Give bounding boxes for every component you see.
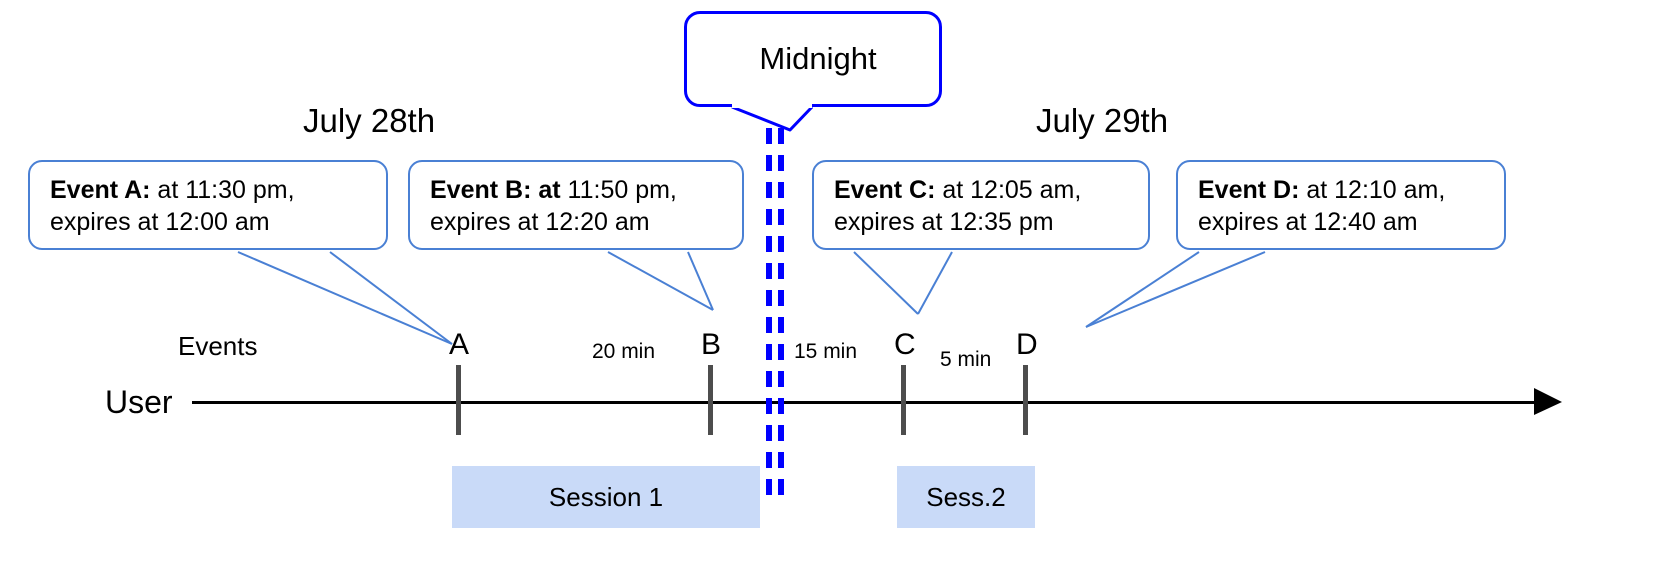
callout-event-d-rest: at 12:10 am,: [1299, 176, 1446, 204]
events-row-label: Events: [178, 331, 258, 361]
callout-event-c-bold: Event C:: [834, 176, 936, 204]
tick-mark-d: [1023, 365, 1028, 435]
session-box-1-label: Session 1: [548, 481, 664, 512]
gap-label-20-min: 20 min: [592, 340, 656, 363]
tick-letter-c: C: [894, 328, 916, 361]
tick-letter-a: A: [449, 328, 470, 361]
leader-event-a: [237, 251, 453, 345]
callout-event-d-line2: expires at 12:40 am: [1198, 208, 1418, 236]
callout-event-b: Event B: at 11:50 pm, expires at 12:20 a…: [408, 160, 744, 250]
leader-event-c: [853, 251, 953, 315]
callout-event-b-line1: Event B: at 11:50 pm,: [430, 174, 726, 206]
tick-mark-a: [456, 365, 461, 435]
callout-event-b-line2: expires at 12:20 am: [430, 208, 650, 236]
callout-event-d-bold: Event D:: [1198, 176, 1300, 204]
session-box-2-label: Sess.2: [926, 481, 1006, 512]
session-box-2: Sess.2: [897, 466, 1035, 528]
gap-label-5-min: 5 min: [940, 348, 992, 371]
callout-event-c-line2: expires at 12:35 pm: [834, 208, 1054, 236]
midnight-callout-tail: [731, 104, 814, 132]
timeline-axis-line: [192, 401, 1534, 404]
callout-event-b-rest: 11:50 pm,: [560, 176, 677, 204]
callout-event-a-line2: expires at 12:00 am: [50, 208, 270, 236]
day-label-july-28: July 28th: [303, 102, 436, 139]
leader-event-b: [607, 251, 714, 311]
timeline-arrowhead: [1534, 388, 1562, 415]
callout-event-b-bold: Event B: at: [430, 176, 561, 204]
callout-event-d-line1: Event D: at 12:10 am,: [1198, 174, 1488, 206]
gap-label-15-min: 15 min: [794, 340, 858, 363]
callout-event-a-bold: Event A:: [50, 176, 151, 204]
tick-mark-c: [901, 365, 906, 435]
callout-event-a-rest: at 11:30 pm,: [150, 176, 295, 204]
midnight-label: Midnight: [759, 41, 877, 76]
callout-event-c: Event C: at 12:05 am, expires at 12:35 p…: [812, 160, 1150, 250]
tick-letter-b: B: [701, 328, 722, 361]
tick-mark-b: [708, 365, 713, 435]
tick-letter-d: D: [1016, 328, 1038, 361]
callout-event-c-line1: Event C: at 12:05 am,: [834, 174, 1132, 206]
callout-event-a: Event A: at 11:30 pm, expires at 12:00 a…: [28, 160, 388, 250]
callout-event-a-line1: Event A: at 11:30 pm,: [50, 174, 370, 206]
day-label-july-29: July 29th: [1036, 102, 1169, 139]
midnight-callout-box: Midnight: [684, 11, 942, 107]
leader-event-d: [1085, 251, 1266, 328]
user-row-label: User: [105, 384, 173, 420]
callout-event-d: Event D: at 12:10 am, expires at 12:40 a…: [1176, 160, 1506, 250]
session-box-1: Session 1: [452, 466, 760, 528]
callout-event-c-rest: at 12:05 am,: [935, 176, 1082, 204]
